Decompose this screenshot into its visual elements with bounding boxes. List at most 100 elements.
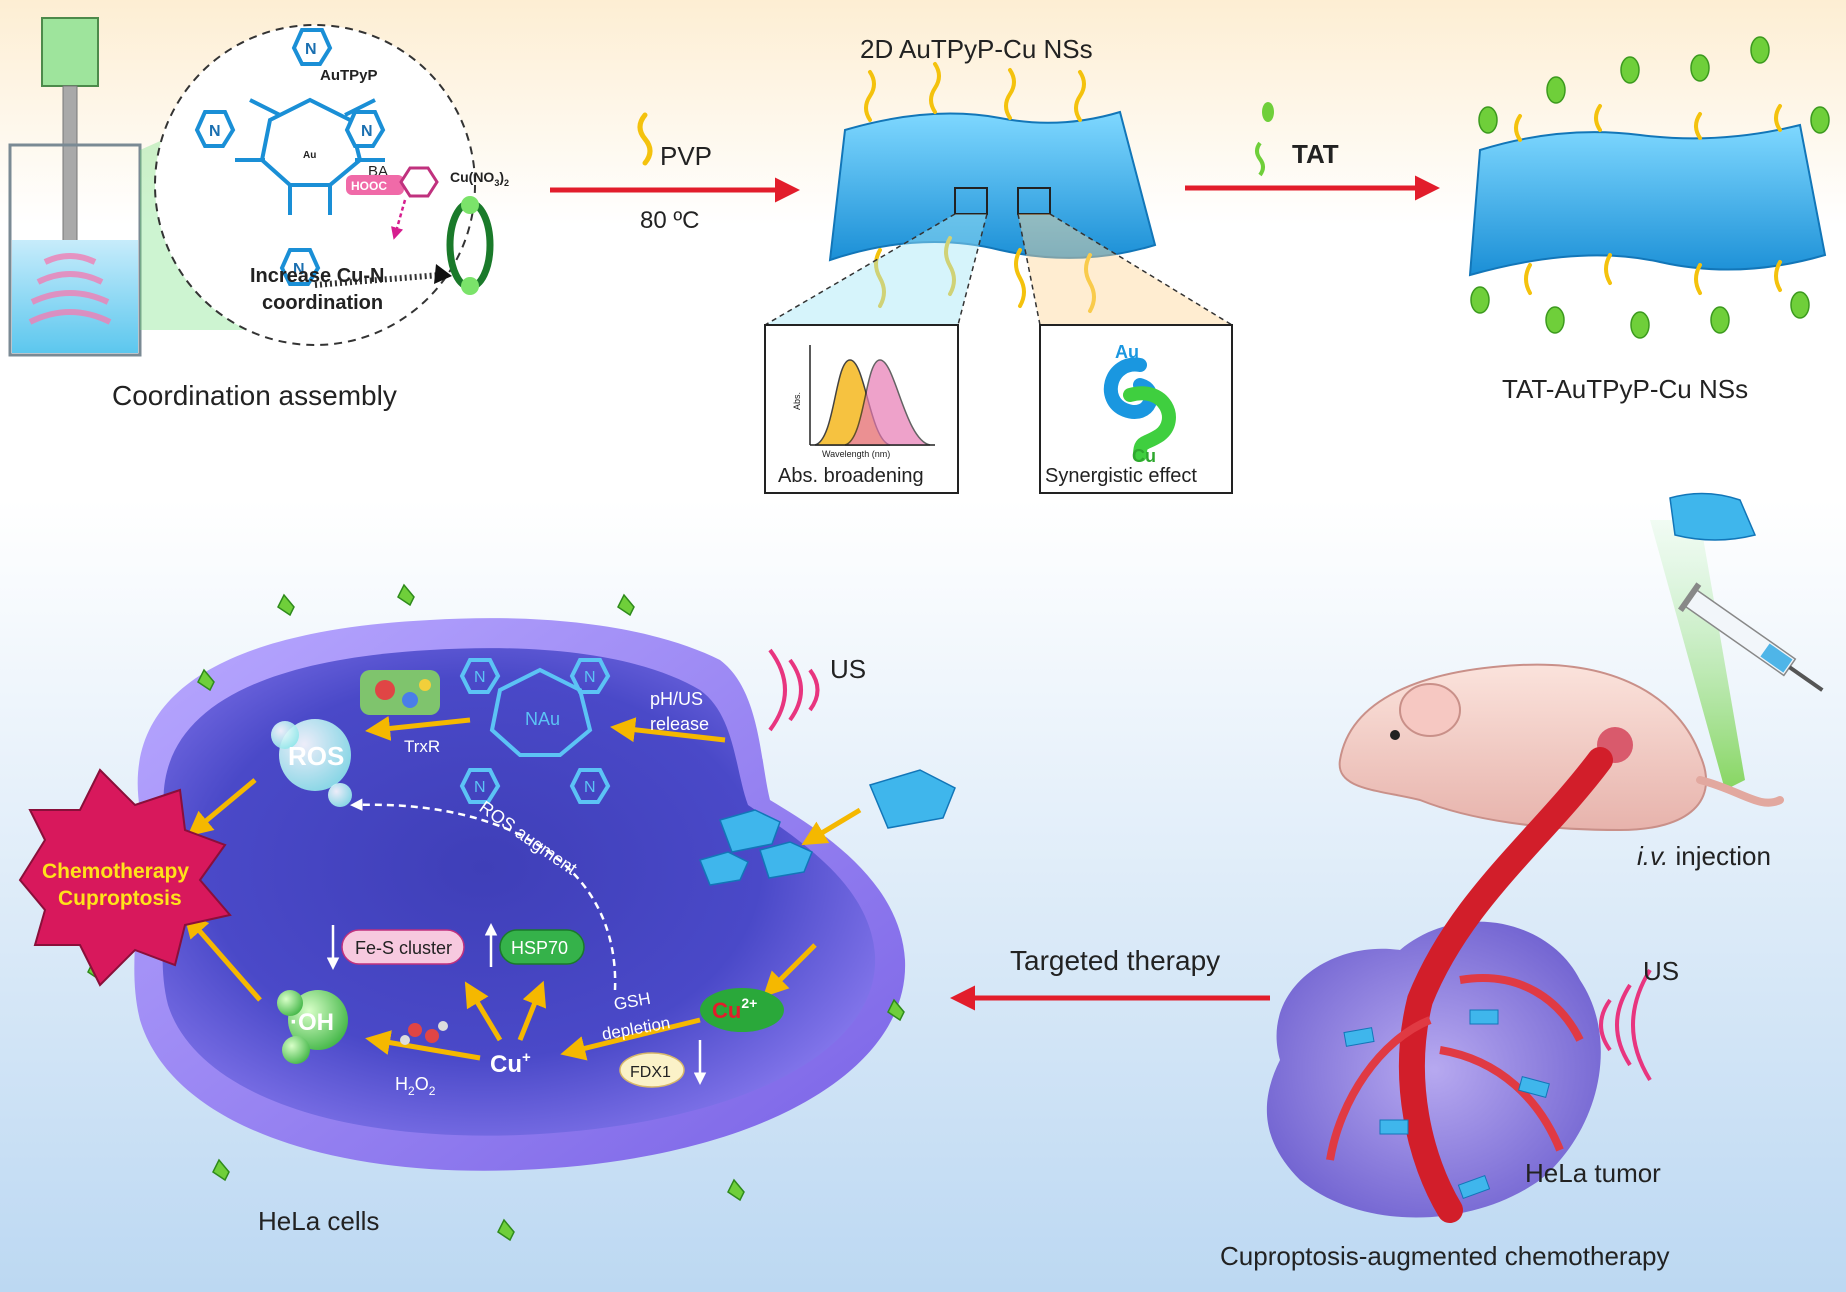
zoom-box-syn xyxy=(1017,187,1051,215)
nanosheet-final: TAT-AuTPyP-Cu NSs xyxy=(1468,36,1830,404)
pvp-chains xyxy=(864,62,1096,313)
ros-bubble-small1 xyxy=(271,721,299,749)
hooc-label: HOOC xyxy=(351,179,387,193)
increase-cu-n-line2: coordination xyxy=(262,292,383,314)
pyridine-n-top: N xyxy=(305,41,317,58)
ros-to-death-arrow xyxy=(187,778,257,837)
mouse-tail xyxy=(1696,776,1784,807)
injection-beam xyxy=(1650,520,1745,790)
sonicator-head xyxy=(41,17,99,87)
synergistic-inset: Au Cu Synergistic effect xyxy=(1039,324,1233,494)
tumor-mass xyxy=(1266,921,1601,1218)
step-tat: TAT xyxy=(1185,102,1440,201)
final-nanosheet-body xyxy=(1468,123,1827,277)
ultrasound-waves xyxy=(28,253,112,325)
step-pvp: PVP 80 ºC xyxy=(550,112,800,234)
mini-nanosheet xyxy=(1669,492,1757,541)
increase-cu-n-line1: Increase Cu-N xyxy=(250,265,385,287)
pyridine-n-left: N xyxy=(209,123,221,140)
fdx1-pill xyxy=(619,1052,685,1088)
bottom-caption: Cuproptosis-augmented chemotherapy xyxy=(1220,1241,1669,1271)
h2o2-molecule-icon xyxy=(400,1021,448,1045)
nanosheet-title: 2D AuTPyP-Cu NSs xyxy=(860,34,1093,64)
ros-label: ROS xyxy=(288,741,344,771)
abs-xlabel: Wavelength (nm) xyxy=(822,449,890,459)
cuplus-to-oh-arrow xyxy=(365,1030,481,1061)
tumor-us-waves xyxy=(1599,968,1652,1082)
pyridine-rings xyxy=(194,28,386,286)
ros-bubble-small2 xyxy=(328,783,352,807)
pvp-chain-icon xyxy=(637,112,653,166)
tat-peptide-icon xyxy=(1255,141,1265,177)
oh-bubble-small1 xyxy=(277,990,303,1016)
release-arrow xyxy=(610,717,726,743)
syn-cu-curl xyxy=(1123,386,1176,462)
molecule-zoom: N N N N AuTPyP Au BA HOOC Cu(NO3)2 Incre… xyxy=(154,24,509,346)
cu2-label: Cu2+ xyxy=(712,995,757,1023)
cu-node xyxy=(446,196,494,295)
trxr-protein-icon xyxy=(360,670,440,715)
iv-injection-label: i.v. injection xyxy=(1637,841,1771,871)
syringe xyxy=(1678,582,1824,692)
pvp-label: PVP xyxy=(660,141,712,171)
abs-ylabel: Abs. xyxy=(792,392,802,410)
fes-label: Fe-S cluster xyxy=(355,938,452,958)
abs-peak-cu xyxy=(844,359,931,446)
syn-au-label: Au xyxy=(1115,342,1139,362)
cell-molecule-center: NAu xyxy=(525,709,560,729)
tat-peptides xyxy=(1470,36,1830,339)
hooc-tag xyxy=(346,175,404,195)
tumor-vessel xyxy=(1398,747,1613,1223)
cell-us-waves xyxy=(768,648,820,732)
uptake-arrow xyxy=(801,807,862,846)
pyridine-n-right: N xyxy=(361,123,373,140)
cell-molecule-n2: N xyxy=(584,669,596,686)
final-pvp-chains xyxy=(1514,104,1782,295)
mouse-eye xyxy=(1390,730,1400,740)
zoom-box-abs xyxy=(954,187,988,215)
mouse-ear xyxy=(1399,683,1461,737)
cell-caption: HeLa cells xyxy=(258,1206,379,1236)
cu-nitrate-label: Cu(NO3)2 xyxy=(450,169,509,188)
cuplus-to-hsp-arrow xyxy=(517,980,547,1041)
cu-n-bond-head xyxy=(434,264,452,284)
ba-coordination-arrow xyxy=(391,199,407,240)
cell-death-burst: Chemotherapy Cuproptosis xyxy=(18,768,232,987)
cell-molecule-n3: N xyxy=(474,779,486,796)
syn-inset-caption: Synergistic effect xyxy=(1045,465,1197,487)
endocytosed-nanosheets xyxy=(698,769,956,886)
oh-bubble-small2 xyxy=(282,1036,310,1064)
beaker-caption: Coordination assembly xyxy=(112,380,397,411)
abs-zoom-cone xyxy=(765,214,987,325)
temperature-label: 80 ºC xyxy=(640,207,699,234)
tumor-branches xyxy=(1326,974,1584,1161)
trxr-arrow xyxy=(365,715,471,741)
death-line2: Cuproptosis xyxy=(58,887,182,910)
tat-label: TAT xyxy=(1292,139,1339,169)
cell-autpyp-molecule xyxy=(459,658,611,804)
cuplus-to-fes-arrow xyxy=(464,981,503,1042)
cu2-pill xyxy=(700,988,784,1032)
cu2-uptake-arrow xyxy=(762,943,817,998)
cu2-to-cuplus-arrow xyxy=(560,1017,701,1061)
tat-peptide-head xyxy=(1262,102,1274,122)
tumor-group: US HeLa tumor Cuproptosis-augmented chem… xyxy=(1220,747,1679,1271)
h2o2-label: H2O2 xyxy=(395,1074,436,1098)
cell-molecule-n1: N xyxy=(474,669,486,686)
cu-plus-label: Cu+ xyxy=(490,1049,531,1078)
hsp70-pill xyxy=(499,929,585,965)
final-caption: TAT-AuTPyP-Cu NSs xyxy=(1502,374,1748,404)
nanosheet-center: 2D AuTPyP-Cu NSs xyxy=(764,34,1233,326)
tumor-label: HeLa tumor xyxy=(1525,1158,1661,1188)
pyridine-n-bottom: N xyxy=(293,261,305,278)
fes-pill xyxy=(341,929,465,965)
abs-inset-caption: Abs. broadening xyxy=(778,465,924,487)
zoom-dashed-lines xyxy=(764,213,1233,326)
abs-broadening-inset: Abs. Wavelength (nm) Abs. broadening xyxy=(764,324,959,494)
cell-molecule-n4: N xyxy=(584,779,596,796)
ph-us-line2: release xyxy=(650,714,709,734)
syn-cu-label: Cu xyxy=(1132,446,1156,466)
syn-zoom-cone xyxy=(1018,214,1232,325)
targeted-therapy: Targeted therapy xyxy=(950,945,1270,1011)
